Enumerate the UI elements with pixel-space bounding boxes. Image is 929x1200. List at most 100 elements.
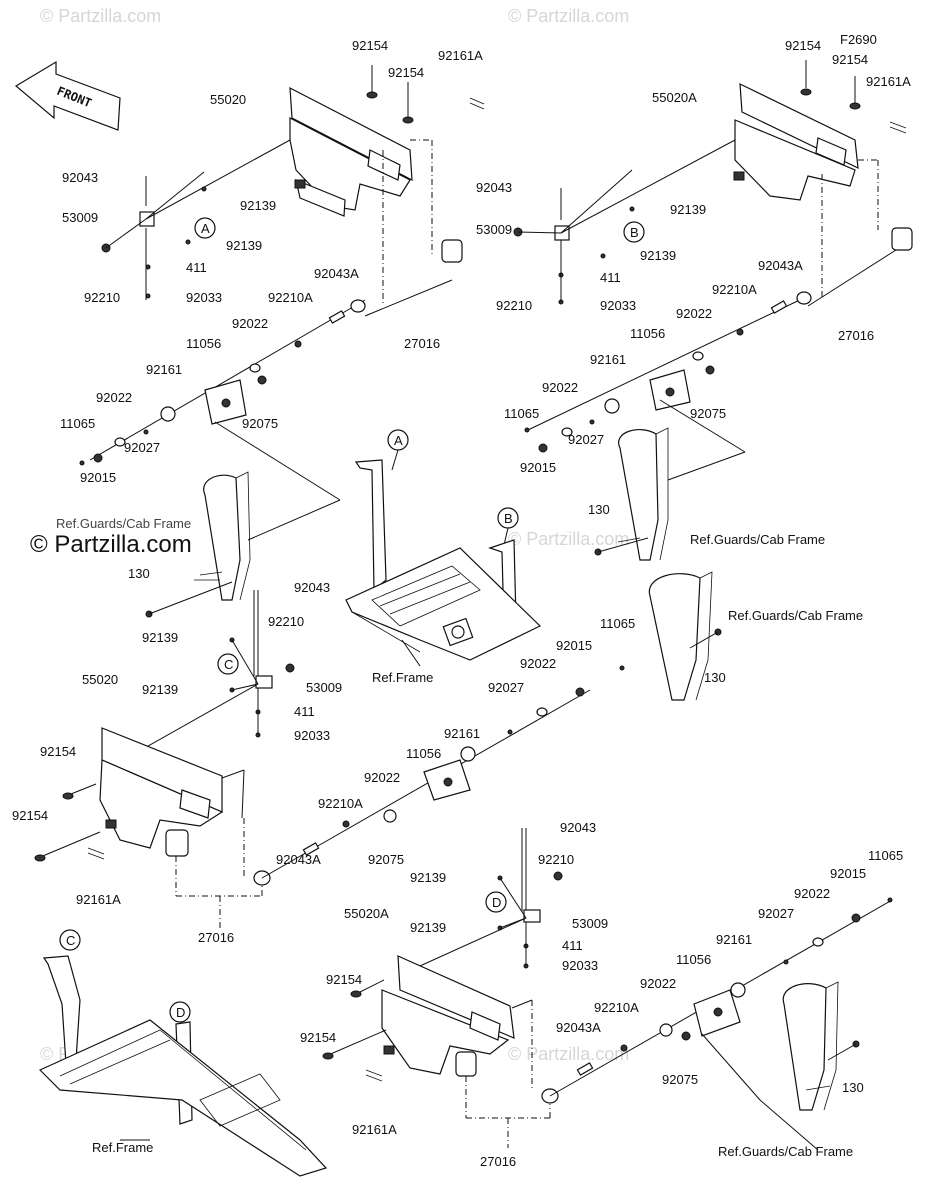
label-92022: 92022 <box>232 316 268 331</box>
label-92022: 92022 <box>794 886 830 901</box>
watermark-top-left: © Partzilla.com <box>40 6 161 26</box>
label-92154: 92154 <box>352 38 388 53</box>
label-55020: 55020 <box>82 672 118 687</box>
label-55020A: 55020A <box>652 90 697 105</box>
label-92015: 92015 <box>830 866 866 881</box>
assembly-bottom-right: D <box>38 820 903 1177</box>
assembly-top-right: B 92154 92154 92161A 55020A 92043 5 <box>476 38 913 561</box>
watermark-copyright: © Partzilla.com <box>30 531 192 558</box>
label-92022: 92022 <box>640 976 676 991</box>
label-92022: 92022 <box>520 656 556 671</box>
callout-b-label: B <box>504 511 513 526</box>
label-92033: 92033 <box>294 728 330 743</box>
label-92033: 92033 <box>600 298 636 313</box>
label-92033: 92033 <box>562 958 598 973</box>
label-92139: 92139 <box>670 202 706 217</box>
label-92161A: 92161A <box>866 74 911 89</box>
label-92027: 92027 <box>124 440 160 455</box>
label-53009: 53009 <box>572 916 608 931</box>
label-92154: 92154 <box>326 972 362 987</box>
label-92161: 92161 <box>716 932 752 947</box>
label-92015: 92015 <box>520 460 556 475</box>
label-92210: 92210 <box>538 852 574 867</box>
callout-d-label: D <box>176 1005 185 1020</box>
label-ref-frame: Ref.Frame <box>372 670 433 685</box>
assembly-top-left: A 92154 92154 92161A <box>56 38 485 618</box>
callout-d-icon <box>169 1001 191 1023</box>
callout-c-label: C <box>224 657 233 672</box>
label-130: 130 <box>842 1080 864 1095</box>
assembly-bottom-left: C <box>12 571 863 945</box>
bumper-bracket-part <box>733 83 859 201</box>
label-ref-guards-cab-frame: Ref.Guards/Cab Frame <box>690 532 825 547</box>
label-92075: 92075 <box>368 852 404 867</box>
label-55020: 55020 <box>210 92 246 107</box>
label-27016: 27016 <box>480 1154 516 1169</box>
label-92210: 92210 <box>268 614 304 629</box>
label-92139: 92139 <box>410 920 446 935</box>
callout-b-label: B <box>630 225 639 240</box>
watermark-bottom-right: © Partzilla.com <box>508 1044 629 1064</box>
label-92139: 92139 <box>640 248 676 263</box>
label-55020A: 55020A <box>344 906 389 921</box>
guard-frame-part <box>194 471 251 601</box>
label-92075: 92075 <box>690 406 726 421</box>
label-92161: 92161 <box>444 726 480 741</box>
label-92043A: 92043A <box>556 1020 601 1035</box>
label-11056: 11056 <box>630 326 665 341</box>
label-53009: 53009 <box>306 680 342 695</box>
label-27016: 27016 <box>198 930 234 945</box>
label-ref-guards-cab-frame: Ref.Guards/Cab Frame <box>718 1144 853 1159</box>
label-ref-frame: Ref.Frame <box>92 1140 153 1155</box>
lower-frame-part: C D Ref.Frame <box>38 929 328 1177</box>
label-92027: 92027 <box>758 906 794 921</box>
label-92043: 92043 <box>560 820 596 835</box>
label-92210A: 92210A <box>268 290 313 305</box>
callout-d-label: D <box>492 895 501 910</box>
label-53009: 53009 <box>62 210 98 225</box>
label-27016: 27016 <box>404 336 440 351</box>
label-92139: 92139 <box>410 870 446 885</box>
label-92161: 92161 <box>146 362 182 377</box>
center-frame-assembly: A B Ref.Frame <box>345 429 542 685</box>
label-11056: 11056 <box>186 336 221 351</box>
label-92139: 92139 <box>142 630 178 645</box>
label-53009: 53009 <box>476 222 512 237</box>
label-130: 130 <box>128 566 150 581</box>
callout-d-icon <box>485 891 507 913</box>
label-11065: 11065 <box>60 416 95 431</box>
label-92043A: 92043A <box>314 266 359 281</box>
label-92154: 92154 <box>832 52 868 67</box>
watermark-top-right: © Partzilla.com <box>508 6 629 26</box>
label-411: 411 <box>600 270 621 285</box>
label-92022: 92022 <box>96 390 132 405</box>
label-92075: 92075 <box>242 416 278 431</box>
label-92075: 92075 <box>662 1072 698 1087</box>
callout-a-icon <box>194 217 216 239</box>
watermark-mid-right: © Partzilla.com <box>508 529 629 549</box>
label-92139: 92139 <box>142 682 178 697</box>
callout-a-label: A <box>201 221 210 236</box>
label-27016: 27016 <box>838 328 874 343</box>
label-92043A: 92043A <box>276 852 321 867</box>
label-130: 130 <box>588 502 610 517</box>
callout-c-icon <box>59 929 81 951</box>
label-92161: 92161 <box>590 352 626 367</box>
label-11065: 11065 <box>504 406 539 421</box>
label-92022: 92022 <box>364 770 400 785</box>
guard-frame-part <box>648 571 713 701</box>
label-92210A: 92210A <box>594 1000 639 1015</box>
label-411: 411 <box>294 704 315 719</box>
callout-b-icon <box>623 221 645 243</box>
label-411: 411 <box>186 260 207 275</box>
label-92161A: 92161A <box>352 1122 397 1137</box>
label-92022: 92022 <box>542 380 578 395</box>
label-92154: 92154 <box>300 1030 336 1045</box>
bumper-bracket-part <box>99 727 245 849</box>
label-92161A: 92161A <box>76 892 121 907</box>
label-92154: 92154 <box>388 65 424 80</box>
label-92154: 92154 <box>40 744 76 759</box>
label-92043: 92043 <box>294 580 330 595</box>
label-11056: 11056 <box>406 746 441 761</box>
label-92015: 92015 <box>80 470 116 485</box>
